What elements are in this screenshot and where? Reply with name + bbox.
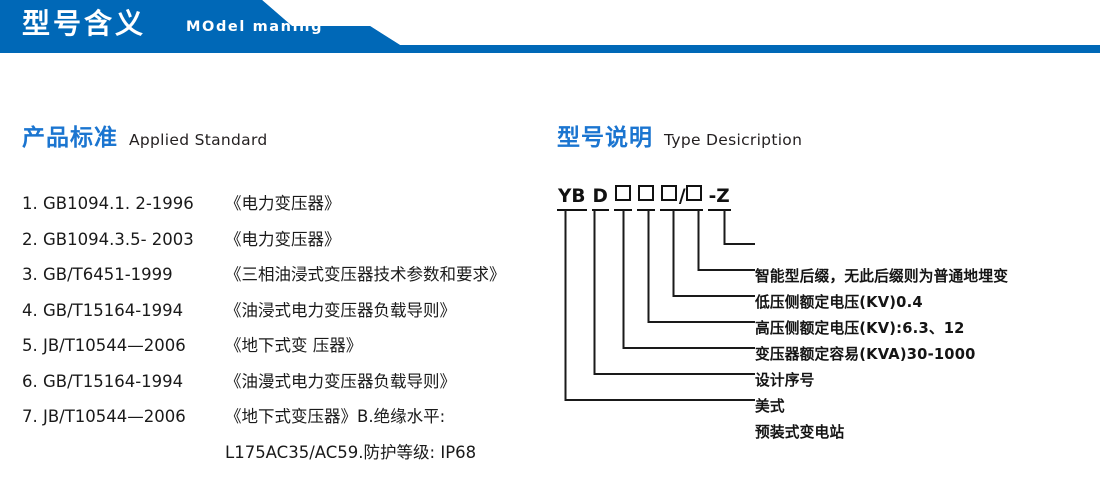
standard-code: 1. GB1094.1. 2-1996 [22, 194, 194, 213]
standards-list: 1. GB1094.1. 2-1996 《电力变压器》 2. GB1094.3.… [22, 190, 542, 474]
type-label: 变压器额定容易(KVA)30-1000 [755, 346, 976, 363]
standard-item: 7. JB/T10544—2006 《地下式变压器》B.绝缘水平: [22, 403, 542, 439]
standard-name: L175AC35/AC59.防护等级: IP68 [225, 442, 477, 462]
square-icon [637, 185, 654, 201]
square-icon [685, 185, 702, 201]
type-label: 智能型后缀，无此后缀则为普通地埋变 [755, 268, 1009, 285]
standard-code: 5. JB/T10544—2006 [22, 336, 186, 355]
applied-standard-heading-en: Applied Standard [129, 131, 268, 149]
standard-item: 4. GB/T15164-1994 《油浸式电力变压器负载导则》 [22, 297, 542, 333]
code-segment-slash-box: / [677, 185, 703, 211]
standard-code: 2. GB1094.3.5- 2003 [22, 229, 194, 249]
leader-lines-graphic [564, 210, 755, 401]
code-segment-yb: YB [557, 186, 587, 211]
standard-item: 6. GB/T15164-1994 《油漫式电力变压器负载导则》 [22, 368, 542, 404]
standard-item-continuation: 7. JB/T10544—2006 L175AC35/AC59.防护等级: IP… [22, 439, 542, 475]
standard-name: 《电力变压器》 [225, 229, 341, 249]
type-description-heading-cn: 型号说明 [557, 125, 653, 151]
standard-name: 《油浸式电力变压器负载导则》 [225, 300, 456, 320]
standard-item: 2. GB1094.3.5- 2003 《电力变压器》 [22, 226, 542, 262]
square-icon [660, 185, 677, 201]
square-icon [614, 185, 631, 201]
standard-name: 《油漫式电力变压器负载导则》 [225, 371, 456, 391]
type-label: 低压侧额定电压(KV)0.4 [755, 294, 923, 311]
standard-code: 3. GB/T6451-1999 [22, 265, 173, 284]
code-segment-d: D [591, 186, 609, 211]
type-label: 美式 [755, 398, 785, 415]
code-segment-box-2 [636, 185, 655, 211]
applied-standard-heading-cn: 产品标准 [22, 125, 118, 151]
type-description-heading-en: Type Desicription [664, 131, 803, 149]
standard-name: 《地下式变压器》B.绝缘水平: [225, 407, 446, 426]
standard-item: 1. GB1094.1. 2-1996 《电力变压器》 [22, 190, 542, 226]
standard-name: 《电力变压器》 [225, 194, 341, 213]
type-description-heading: 型号说明 Type Desicription [557, 118, 802, 152]
standard-item: 3. GB/T6451-1999 《三相油浸式变压器技术参数和要求》 [22, 261, 542, 297]
page-title: 型号含义 [22, 7, 147, 40]
header-banner: 型号含义 MOdel maning [0, 0, 1100, 53]
standard-code: 4. GB/T15164-1994 [22, 300, 184, 320]
standard-code: 6. GB/T15164-1994 [22, 371, 184, 391]
code-segment-box-3 [659, 185, 678, 211]
standard-code: 7. JB/T10544—2006 [22, 407, 186, 426]
page-subtitle: MOdel maning [186, 19, 324, 35]
type-label: 设计序号 [755, 372, 815, 389]
type-label: 高压侧额定电压(KV):6.3、12 [755, 320, 965, 337]
type-label: 预装式变电站 [755, 424, 845, 441]
standard-name: 《三相油浸式变压器技术参数和要求》 [225, 265, 506, 284]
banner-shape-graphic [0, 0, 1100, 53]
code-segment-z: -Z [707, 186, 731, 211]
standard-name: 《地下式变 压器》 [225, 336, 363, 355]
standard-item: 5. JB/T10544—2006 《地下式变 压器》 [22, 332, 542, 368]
applied-standard-heading: 产品标准 Applied Standard [22, 118, 268, 152]
